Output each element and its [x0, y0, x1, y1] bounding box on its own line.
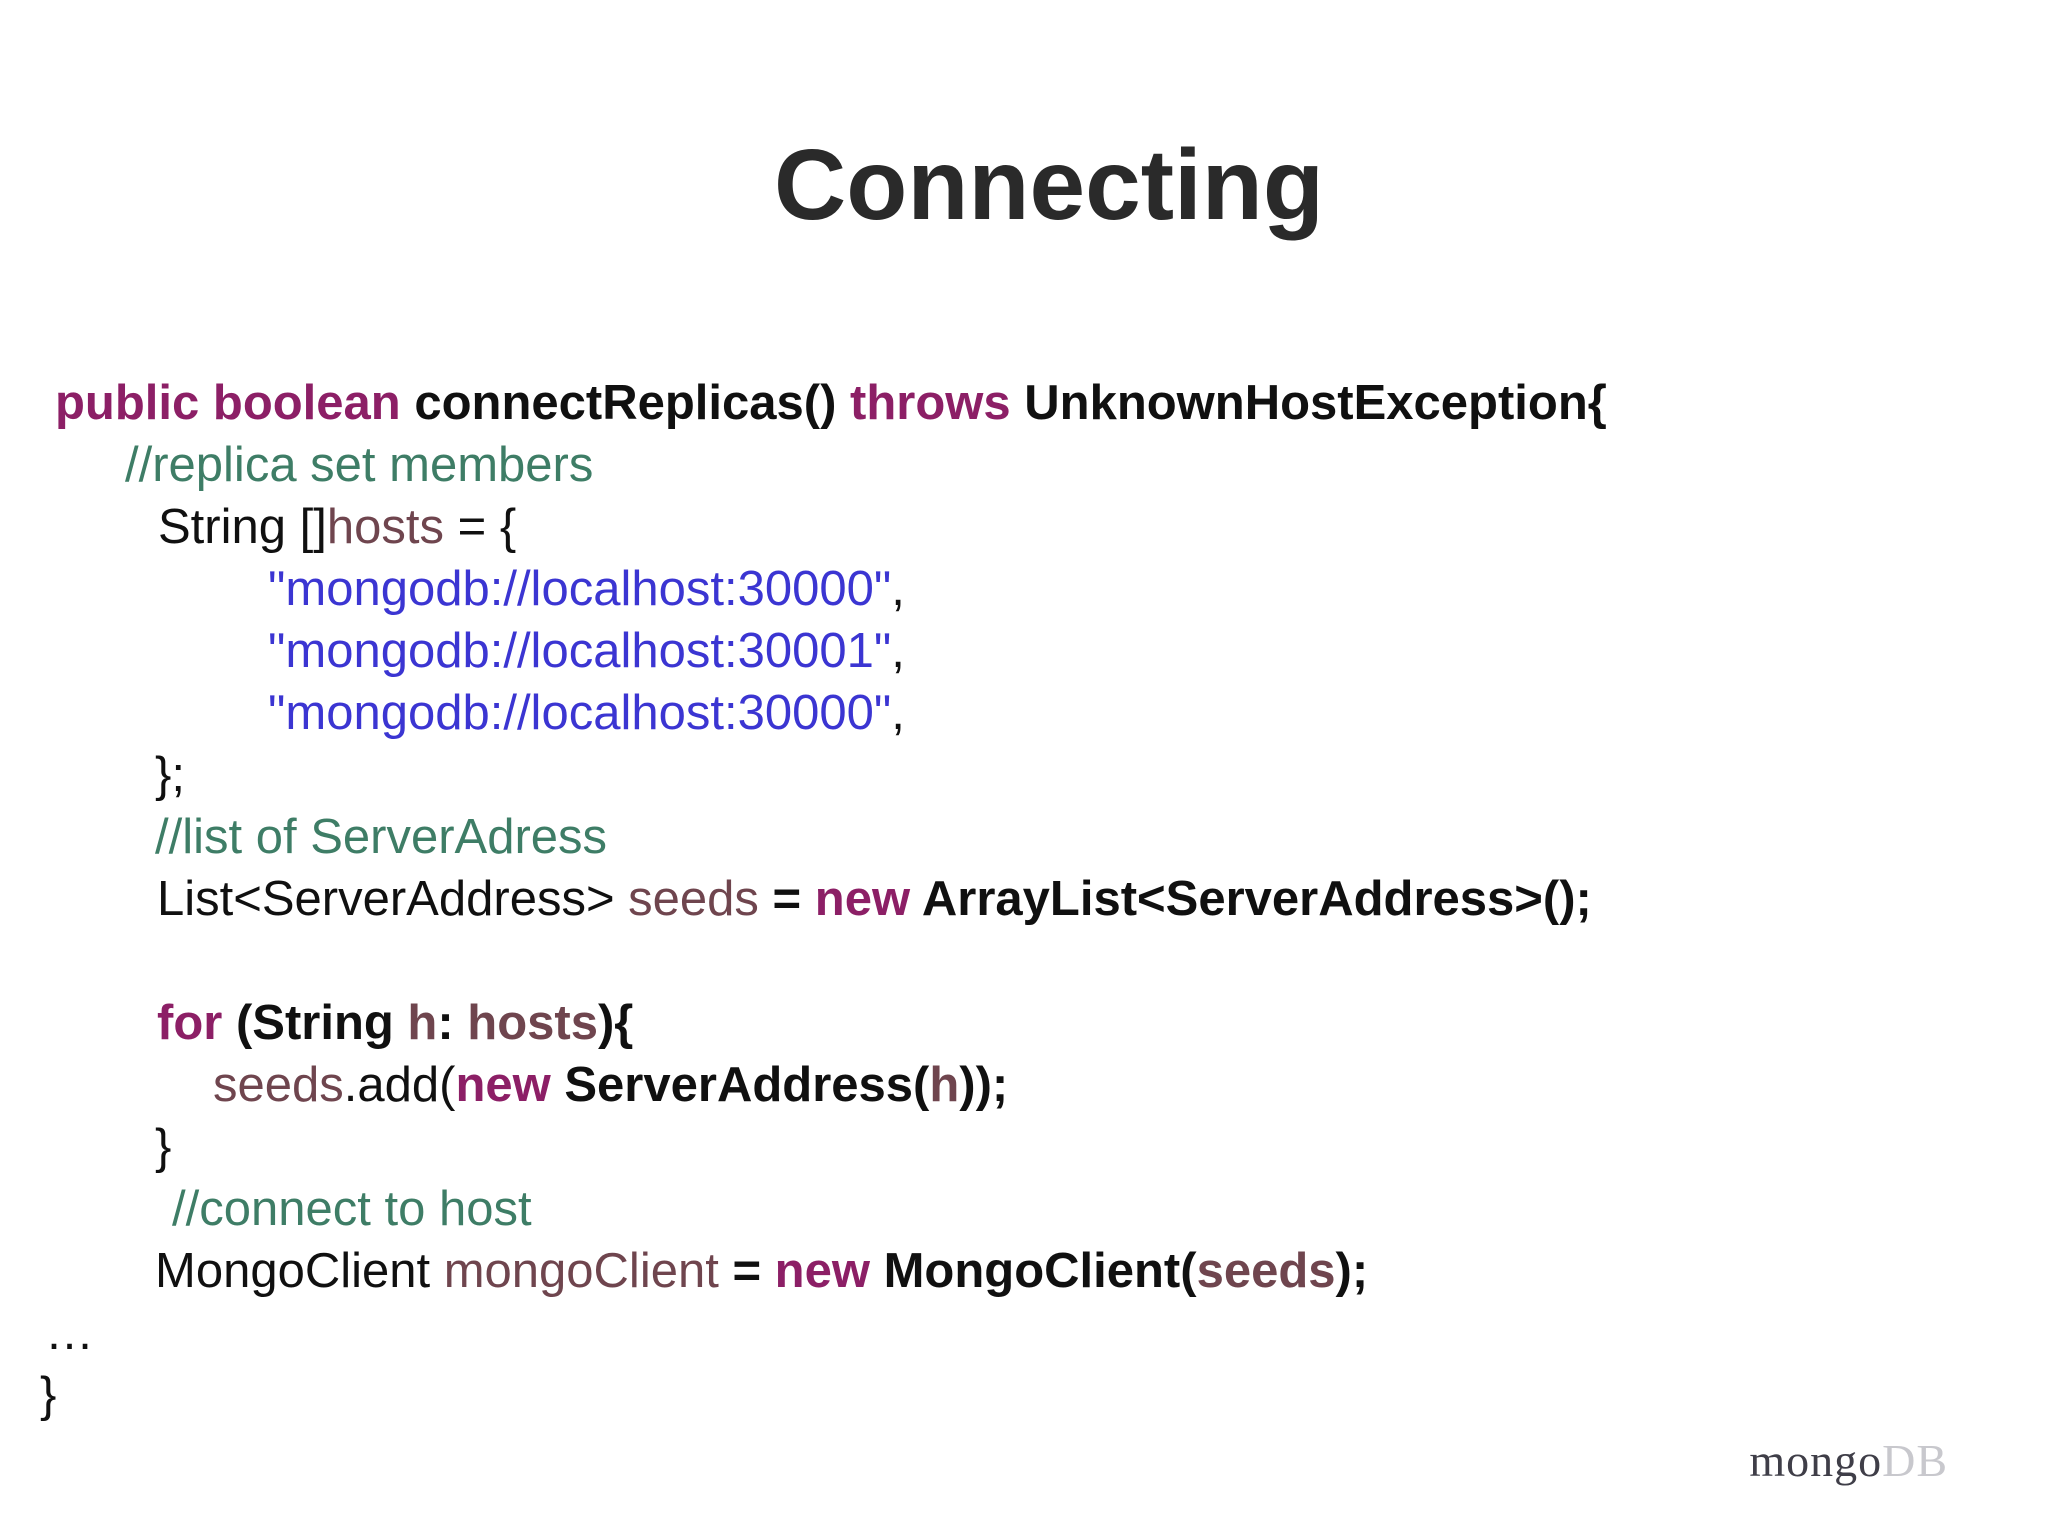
code-token-pl: ArrayList<ServerAddress>();: [921, 872, 1592, 926]
code-token-kw: new: [455, 1058, 565, 1112]
code-line: //replica set members: [0, 434, 2048, 496]
code-token-pl: );: [1335, 1244, 1369, 1298]
code-token-pl: (String: [235, 996, 408, 1050]
code-token-pl: String []: [158, 500, 327, 554]
logo-text-db: DB: [1882, 1435, 1948, 1486]
code-block: public boolean connectReplicas() throws …: [0, 372, 2048, 1426]
code-line: List<ServerAddress> seeds = new ArrayLis…: [0, 868, 2048, 930]
code-token-id: seeds: [1196, 1244, 1336, 1298]
mongodb-logo: mongoDB: [1749, 1434, 1948, 1487]
code-token-pl: connectReplicas(): [414, 376, 851, 430]
code-line: "mongodb://localhost:30000",: [0, 682, 2048, 744]
code-token-pl: ,: [891, 624, 905, 678]
code-token-id: hosts: [467, 996, 598, 1050]
code-line: }: [0, 1364, 2048, 1426]
code-token-id: h: [407, 996, 438, 1050]
code-line: //list of ServerAdress: [0, 806, 2048, 868]
code-token-str: "mongodb://localhost:30001": [268, 624, 892, 678]
code-token-id: mongoClient: [443, 1244, 719, 1298]
code-token-pl: UnknownHostException{: [1024, 376, 1607, 430]
code-token-pl: };: [155, 748, 185, 802]
code-token-pl: ){: [597, 996, 634, 1050]
code-token-pl: :: [437, 996, 468, 1050]
code-token-com: //replica set members: [125, 438, 594, 492]
code-token-pl: =: [758, 872, 815, 926]
code-token-pl: MongoClient: [155, 1244, 444, 1298]
code-token-pl: =: [718, 1244, 775, 1298]
code-line: "mongodb://localhost:30001",: [0, 620, 2048, 682]
code-token-id: seeds: [628, 872, 759, 926]
code-token-str: "mongodb://localhost:30000": [268, 686, 892, 740]
code-token-kw: new: [774, 1244, 884, 1298]
code-line: for (String h: hosts){: [0, 992, 2048, 1054]
code-line: MongoClient mongoClient = new MongoClien…: [0, 1240, 2048, 1302]
code-token-id: h: [929, 1058, 960, 1112]
code-line: public boolean connectReplicas() throws …: [0, 372, 2048, 434]
code-token-kw: new: [814, 872, 922, 926]
slide-title: Connecting: [774, 129, 1324, 241]
code-line: seeds.add(new ServerAddress(h));: [0, 1054, 2048, 1116]
code-line: String []hosts = {: [0, 496, 2048, 558]
logo-text-mongo: mongo: [1749, 1435, 1883, 1486]
code-line: [0, 930, 2048, 992]
code-token-pl: ,: [891, 562, 905, 616]
code-token-kw: throws: [850, 376, 1025, 430]
code-token-id: seeds: [213, 1058, 344, 1112]
code-token-str: "mongodb://localhost:30000": [268, 562, 892, 616]
code-token-pl: ,: [891, 686, 905, 740]
code-token-pl: }: [155, 1120, 172, 1174]
code-token-com: //list of ServerAdress: [155, 810, 608, 864]
code-token-id: hosts: [326, 500, 444, 554]
code-line: //connect to host: [0, 1178, 2048, 1240]
code-line: …: [0, 1302, 2048, 1364]
code-token-kw: for: [157, 996, 236, 1050]
code-token-pl: .add(: [343, 1058, 456, 1112]
code-token-com: //connect to host: [172, 1182, 532, 1236]
code-token-pl: ));: [959, 1058, 1009, 1112]
code-line: };: [0, 744, 2048, 806]
code-line: "mongodb://localhost:30000",: [0, 558, 2048, 620]
code-token-kw: public boolean: [55, 376, 415, 430]
code-token-pl: = {: [443, 500, 517, 554]
code-token-pl: …: [45, 1306, 94, 1360]
code-token-pl: MongoClient(: [883, 1244, 1197, 1298]
code-token-pl: List<ServerAddress>: [157, 872, 629, 926]
code-line: }: [0, 1116, 2048, 1178]
code-token-pl: ServerAddress(: [564, 1058, 930, 1112]
code-token-pl: }: [40, 1368, 57, 1422]
